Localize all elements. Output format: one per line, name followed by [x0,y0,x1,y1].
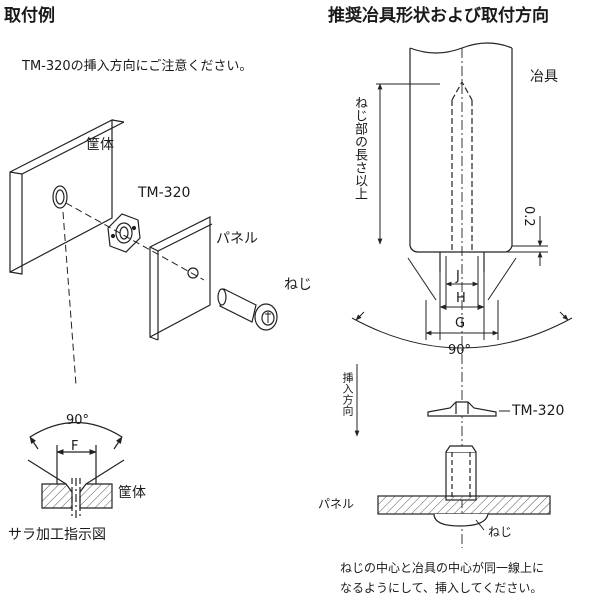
dim-j-label: J [456,269,460,284]
countersink-detail [27,422,125,520]
length-dimension [376,83,440,245]
gap-label: 0.2 [521,206,536,227]
panel-label: パネル [216,231,258,247]
jig-body [409,42,513,272]
jhg-dimensions [351,256,573,349]
left-note: TM-320の挿入方向にご注意ください。 [22,59,253,74]
length-label: ねじ部の長さ以上 [352,96,367,200]
dim-h-label: H [456,291,466,306]
panel-slab [149,216,213,341]
dim-f-label: F [71,439,79,454]
left-angle-label: 90° [66,413,90,428]
housing-panel [9,119,125,275]
right-heading: 推奨冶具形状および取付方向 [328,6,549,26]
tm320-label: TM-320 [138,185,191,201]
jig-label: 冶具 [530,69,558,85]
tm320-side [427,401,510,417]
panel-side-label: パネル [318,497,355,511]
panel-hole [187,267,199,279]
screw-label: ねじ [284,277,312,293]
screw-side [445,445,477,501]
direction-label: 挿入方向 [341,372,354,416]
dim-g-label: G [455,316,466,331]
tm320-part [107,213,141,253]
right-angle-label: 90° [448,343,472,358]
right-note-line1: ねじの中心と冶具の中心が同一線上に [340,561,545,575]
panel-plate [377,495,551,531]
screw-side-label: ねじ [488,525,513,539]
countersink-caption: サラ加工指示図 [8,527,106,543]
right-note-line2: なるようにして、挿入してください。 [340,581,543,595]
left-heading: 取付例 [4,6,55,26]
tm320-side-label: TM-320 [512,403,565,419]
screw-part [217,288,278,331]
gap-dimension [486,216,548,266]
housing-label-bottom: 筐体 [118,485,146,501]
housing-label: 筐体 [86,137,114,153]
housing-hole [52,185,68,209]
